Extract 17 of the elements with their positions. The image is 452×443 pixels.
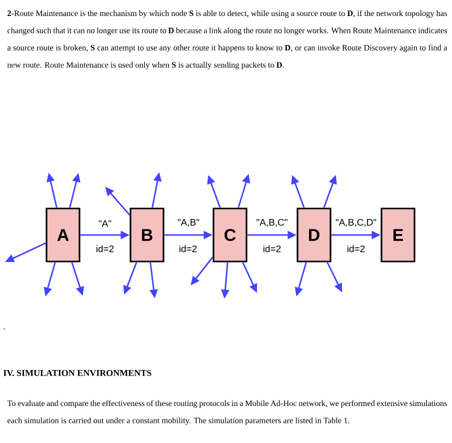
node-box: E <box>380 208 416 262</box>
node-box: A <box>46 208 80 262</box>
node-box: C <box>212 208 248 262</box>
node-box: D <box>296 208 332 262</box>
edge-label: "A,B" <box>178 219 200 227</box>
id-label: id=2 <box>264 245 281 252</box>
id-label: id=2 <box>180 245 197 252</box>
edge-label: "A,B,C" <box>256 218 288 227</box>
id-label: id=2 <box>348 245 365 252</box>
id-label: id=2 <box>96 245 114 252</box>
paragraph: 2-Route Maintenance is the mechanism by which node S is able to detect, while using a source route to D, if the network topology has changed such that it can no longer use its route to D because a link along the route no longer works. When Route Maintenance indicates a source route is broken, S can attempt to use any other route it happens to know to D, or can invoke Route Discovery again to find a new route. Route Maintenance is used only when S is actually sending packets to D. <box>7 10 448 70</box>
edge-label: "A" <box>98 220 112 227</box>
node-box: B <box>130 208 164 262</box>
paragraph: To evaluate and compare the effectiveness of these routing protocols in a Mobile Ad-Hoc network, we performed extensive simulations each simulation is carried out under a constant mobility. The simulation parameters are listed in Table 1. <box>7 400 447 425</box>
dot: . <box>4 328 5 330</box>
edge-label: "A,B,C,D" <box>336 218 376 227</box>
section-heading: IV. SIMULATION ENVIRONMENTS <box>4 370 152 376</box>
